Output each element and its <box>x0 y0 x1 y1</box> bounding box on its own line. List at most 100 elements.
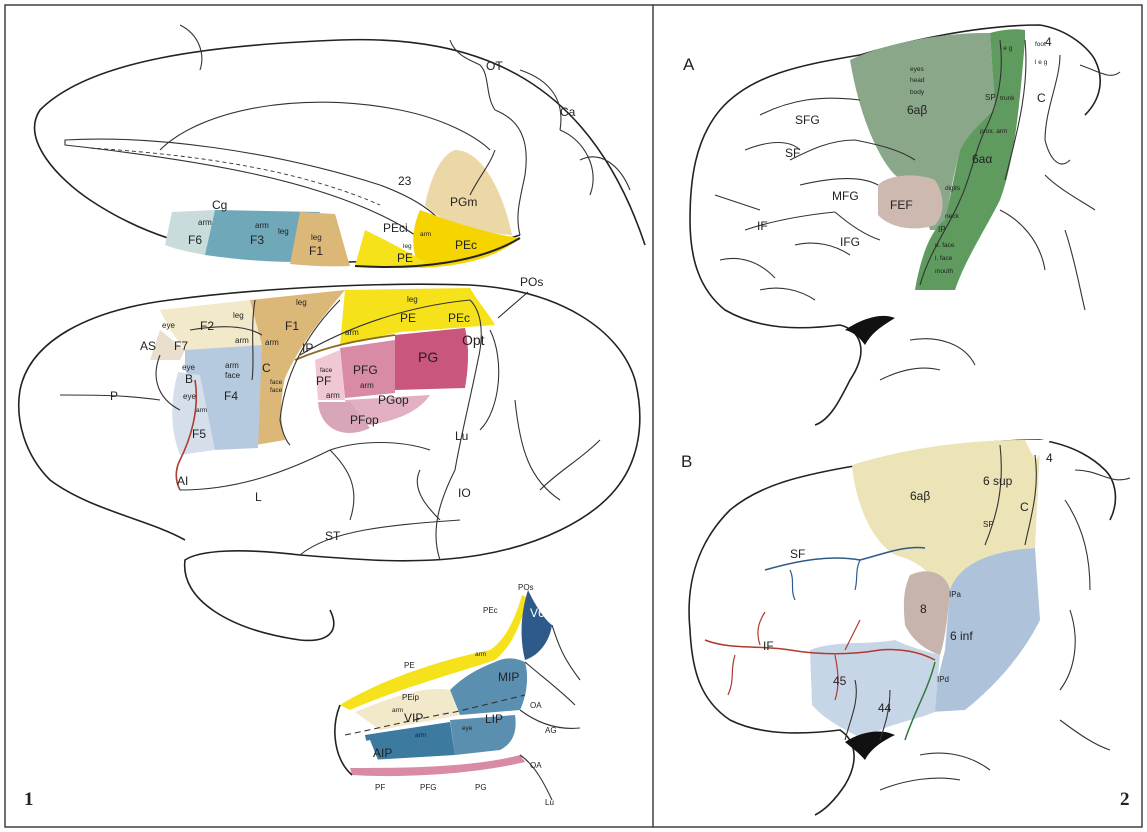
inset-small-eye: eye <box>462 725 473 732</box>
inset-label-mip: MIP <box>498 670 519 684</box>
human-b-6sup: 6 sup <box>983 474 1013 488</box>
small-arm-1: arm <box>198 218 212 227</box>
small-leg-2: leg <box>311 233 322 242</box>
inset-label-oa-upper: OA <box>530 701 542 710</box>
panel1-lateral-view: POs AS F7 F2 F1 C IP PE PEc PG Opt PFG P… <box>19 275 640 640</box>
label-lu-lateral: Lu <box>455 429 468 443</box>
inset-label-v6a: V6A <box>530 606 553 620</box>
human-a-head: head <box>910 77 925 84</box>
human-b-sf: SF <box>790 547 805 561</box>
small-arm-l7: arm <box>196 407 207 414</box>
panel1-medial-view: OT Ca 23 Cg PGm F6 F3 F1 PEci PEc PE arm… <box>35 25 645 268</box>
corpus-callosum <box>160 102 490 150</box>
small-arm-l3: arm <box>225 361 239 370</box>
label-peci: PEci <box>383 221 408 235</box>
human-b-44: 44 <box>878 701 892 715</box>
inset-label-vip: VIP <box>404 711 423 725</box>
inset-label-lip: LIP <box>485 712 503 726</box>
label-l: L <box>255 490 262 504</box>
lateral-outline <box>19 284 640 640</box>
human-a-mfg: MFG <box>832 189 859 203</box>
label-f3: F3 <box>250 233 264 247</box>
label-pgm: PGm <box>450 195 477 209</box>
panel2b-letter: B <box>681 452 692 471</box>
human-a-leg-1: l e g <box>1000 45 1013 52</box>
human-a-sp: SP <box>985 93 996 102</box>
label-pec-lateral: PEc <box>448 311 470 325</box>
panel-number-1: 1 <box>24 789 34 810</box>
label-23: 23 <box>398 174 412 188</box>
small-face-l2: face <box>320 367 333 374</box>
label-f7: F7 <box>174 339 188 353</box>
human-b-sp: SP <box>983 520 994 529</box>
human-a-6ab: 6aβ <box>907 103 927 117</box>
small-eye-l2: eye <box>182 363 195 372</box>
label-f2: F2 <box>200 319 214 333</box>
label-ca: Ca <box>560 105 576 119</box>
label-f6: F6 <box>188 233 202 247</box>
human-a-body: body <box>910 89 925 96</box>
small-arm-l2: arm <box>265 338 279 347</box>
human-a-c: C <box>1037 91 1046 105</box>
human-a-if: IF <box>757 219 768 233</box>
small-arm-l5: arm <box>360 381 374 390</box>
inset-label-pos: POs <box>518 583 534 592</box>
human-b-45-44 <box>810 640 940 740</box>
human-b-6ab: 6aβ <box>910 489 930 503</box>
human-a-mouth: mouth <box>935 268 953 275</box>
inset-label-pf: PF <box>375 783 385 792</box>
inset-label-pec: PEc <box>483 606 498 615</box>
inset-label-pfg: PFG <box>420 783 436 792</box>
small-arm-2: arm <box>255 221 269 230</box>
human-a-eyes: eyes <box>910 66 924 73</box>
label-f4: F4 <box>224 389 238 403</box>
label-cg: Cg <box>212 198 227 212</box>
human-b-6inf: 6 inf <box>950 629 973 643</box>
small-leg-l1: leg <box>233 311 244 320</box>
label-as: AS <box>140 339 156 353</box>
panel2a-human-brain: A SFG SF MFG FEF IF IFG SP IP C 4 6aβ 6a… <box>683 25 1120 425</box>
human-a-u-face: u. face <box>935 242 955 249</box>
human-b-ipd: IPd <box>937 675 949 684</box>
human-a-foot: foot <box>1035 41 1046 48</box>
label-pos: POs <box>520 275 543 289</box>
human-a-neck: neck <box>945 213 959 220</box>
inset-label-lu: Lu <box>545 798 554 807</box>
label-p: P <box>110 389 118 403</box>
human-a-sfg: SFG <box>795 113 820 127</box>
label-io: IO <box>458 486 471 500</box>
small-b: B <box>185 372 193 386</box>
label-ot: OT <box>486 59 503 73</box>
human-b-8 <box>904 571 950 655</box>
inset-small-arm-2: arm <box>392 707 403 714</box>
label-st: ST <box>325 529 341 543</box>
inset-lip <box>450 715 516 755</box>
small-face-l4: face <box>270 379 283 386</box>
label-opt: Opt <box>462 332 485 348</box>
human-a-4: 4 <box>1045 35 1052 49</box>
small-arm-3: arm <box>420 231 431 238</box>
small-leg-3: leg <box>403 243 412 250</box>
human-b-cerebellum-dark <box>845 731 895 760</box>
panel2a-letter: A <box>683 55 695 74</box>
human-a-sf: SF <box>785 146 800 160</box>
label-pec-medial: PEc <box>455 238 477 252</box>
human-a-ip: IP <box>938 225 946 234</box>
human-a-trunk: trunk <box>1000 95 1015 102</box>
human-a-fef-label: FEF <box>890 198 913 212</box>
human-a-cerebellum-dark <box>845 316 895 345</box>
label-pf-lateral: PF <box>316 374 331 388</box>
small-eye-l3: eye <box>183 392 196 401</box>
label-ai: AI <box>177 474 188 488</box>
label-pgop: PGop <box>378 393 409 407</box>
small-leg-l2: leg <box>296 298 307 307</box>
inset-v6a <box>522 590 552 660</box>
human-b-8: 8 <box>920 602 927 616</box>
human-a-ifg: IFG <box>840 235 860 249</box>
human-a-6aa: 6aα <box>972 152 992 166</box>
panel2b-human-brain: B 4 6aβ 6 sup SP C SF IF 8 IPa 6 inf IPd… <box>681 440 1130 815</box>
small-leg-l3: leg <box>407 295 418 304</box>
inset-label-oa-lower: OA <box>530 761 542 770</box>
label-f1-lateral: F1 <box>285 319 299 333</box>
